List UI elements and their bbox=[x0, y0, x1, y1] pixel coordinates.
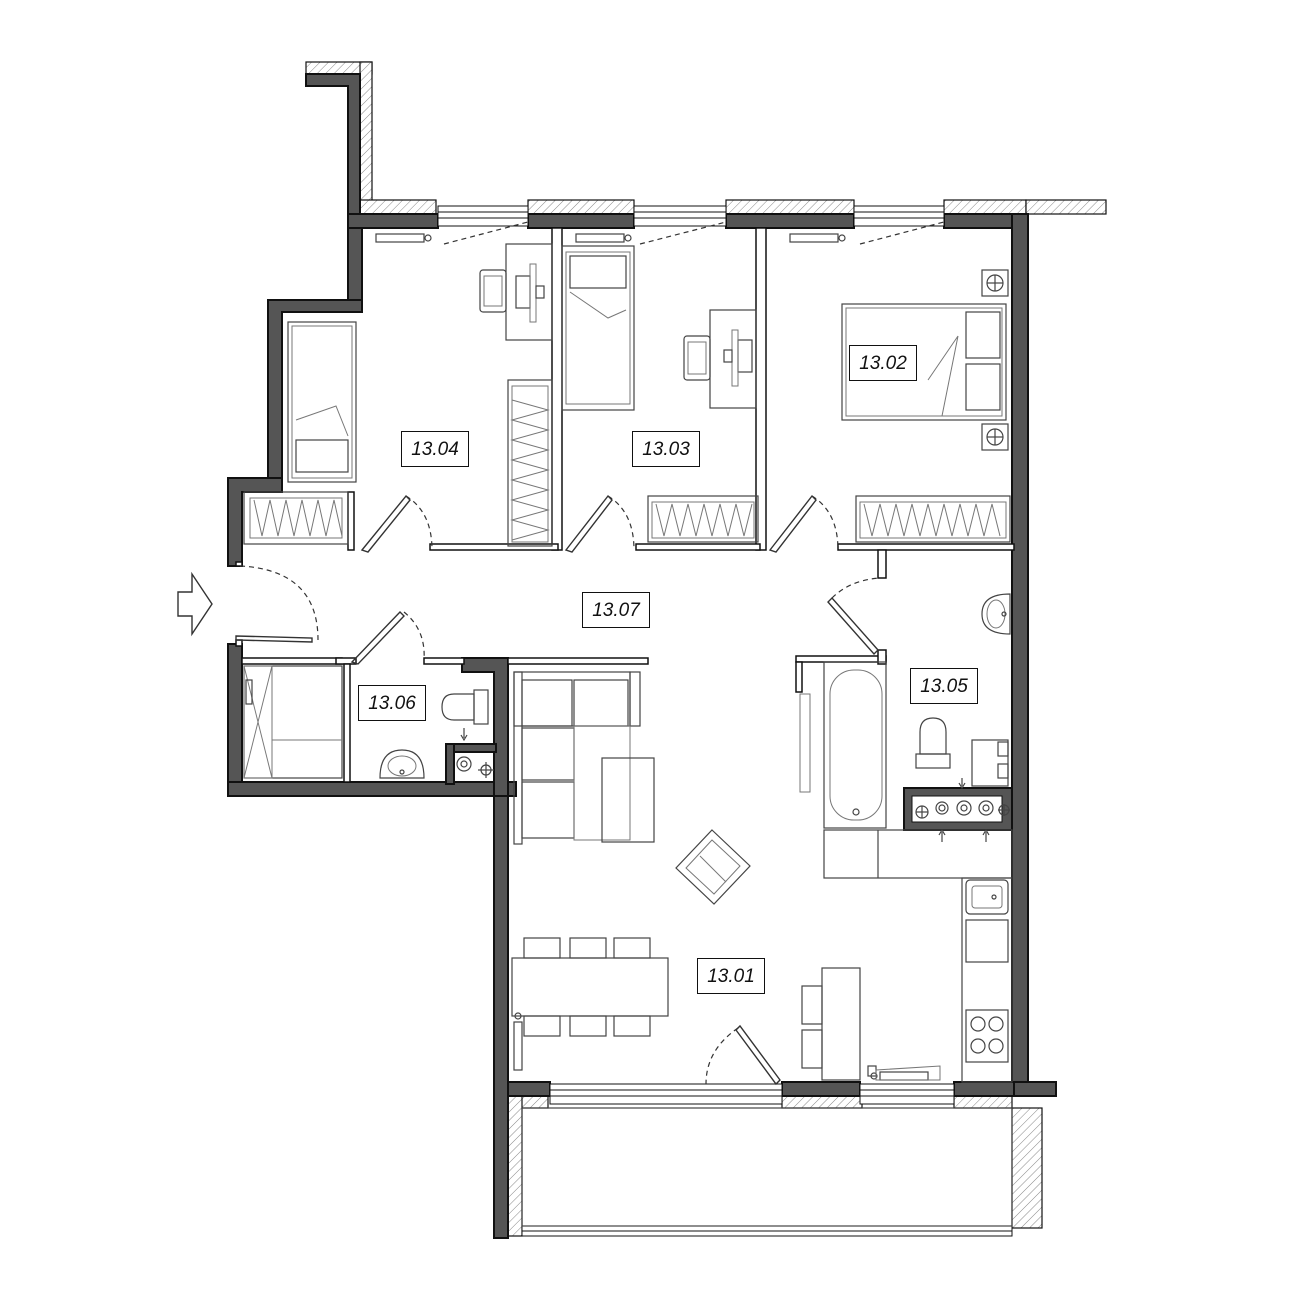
sink-icon bbox=[379, 749, 425, 779]
chair-icon bbox=[683, 335, 711, 381]
windows bbox=[437, 205, 1013, 1237]
bed-icon bbox=[561, 245, 635, 411]
bed-icon bbox=[287, 321, 357, 483]
window-swings bbox=[443, 221, 945, 245]
riser-icon bbox=[456, 728, 494, 778]
desk-icon bbox=[505, 243, 553, 341]
sofa-icon bbox=[513, 671, 641, 845]
balcony bbox=[521, 1107, 1013, 1227]
desk-icon bbox=[801, 967, 861, 1081]
sink-icon bbox=[981, 593, 1011, 635]
bed-icon bbox=[841, 303, 1007, 421]
stove-icon bbox=[965, 1009, 1009, 1063]
room-label-13-04: 13.04 bbox=[401, 431, 469, 467]
room-label-13-02: 13.02 bbox=[849, 345, 917, 381]
wardrobe-icon bbox=[243, 665, 343, 779]
insulation-layer bbox=[305, 61, 1107, 1237]
riser-icon bbox=[915, 778, 1010, 842]
device-icon bbox=[867, 1065, 941, 1081]
desk-icon bbox=[709, 309, 757, 409]
room-label-13-03: 13.03 bbox=[632, 431, 700, 467]
wardrobe-icon bbox=[243, 491, 349, 545]
kitchen-counter bbox=[823, 829, 1013, 1083]
wardrobe-icon bbox=[647, 495, 759, 543]
washing-machine-icon bbox=[971, 739, 1009, 787]
room-label-13-05: 13.05 bbox=[910, 668, 978, 704]
room-label-13-01: 13.01 bbox=[697, 958, 765, 994]
toilet-icon bbox=[915, 717, 951, 769]
wardrobe-icon bbox=[855, 495, 1011, 543]
walls bbox=[227, 73, 1057, 1239]
bathtub-icon bbox=[799, 661, 887, 829]
room-label-13-06: 13.06 bbox=[358, 685, 426, 721]
partitions bbox=[235, 227, 1015, 783]
coffee-table-icon bbox=[601, 757, 655, 843]
toilet-icon bbox=[441, 689, 489, 725]
entrance-arrow-icon bbox=[177, 571, 213, 637]
lamp-icon bbox=[981, 269, 1009, 451]
room-label-13-07: 13.07 bbox=[582, 592, 650, 628]
armchair-icon bbox=[675, 829, 751, 905]
appliance-icon bbox=[965, 919, 1009, 963]
sink-icon bbox=[965, 879, 1009, 915]
doors bbox=[235, 494, 881, 1086]
wardrobe-icon bbox=[507, 379, 553, 547]
dining-table-icon bbox=[511, 937, 669, 1037]
chair-icon bbox=[479, 269, 507, 313]
